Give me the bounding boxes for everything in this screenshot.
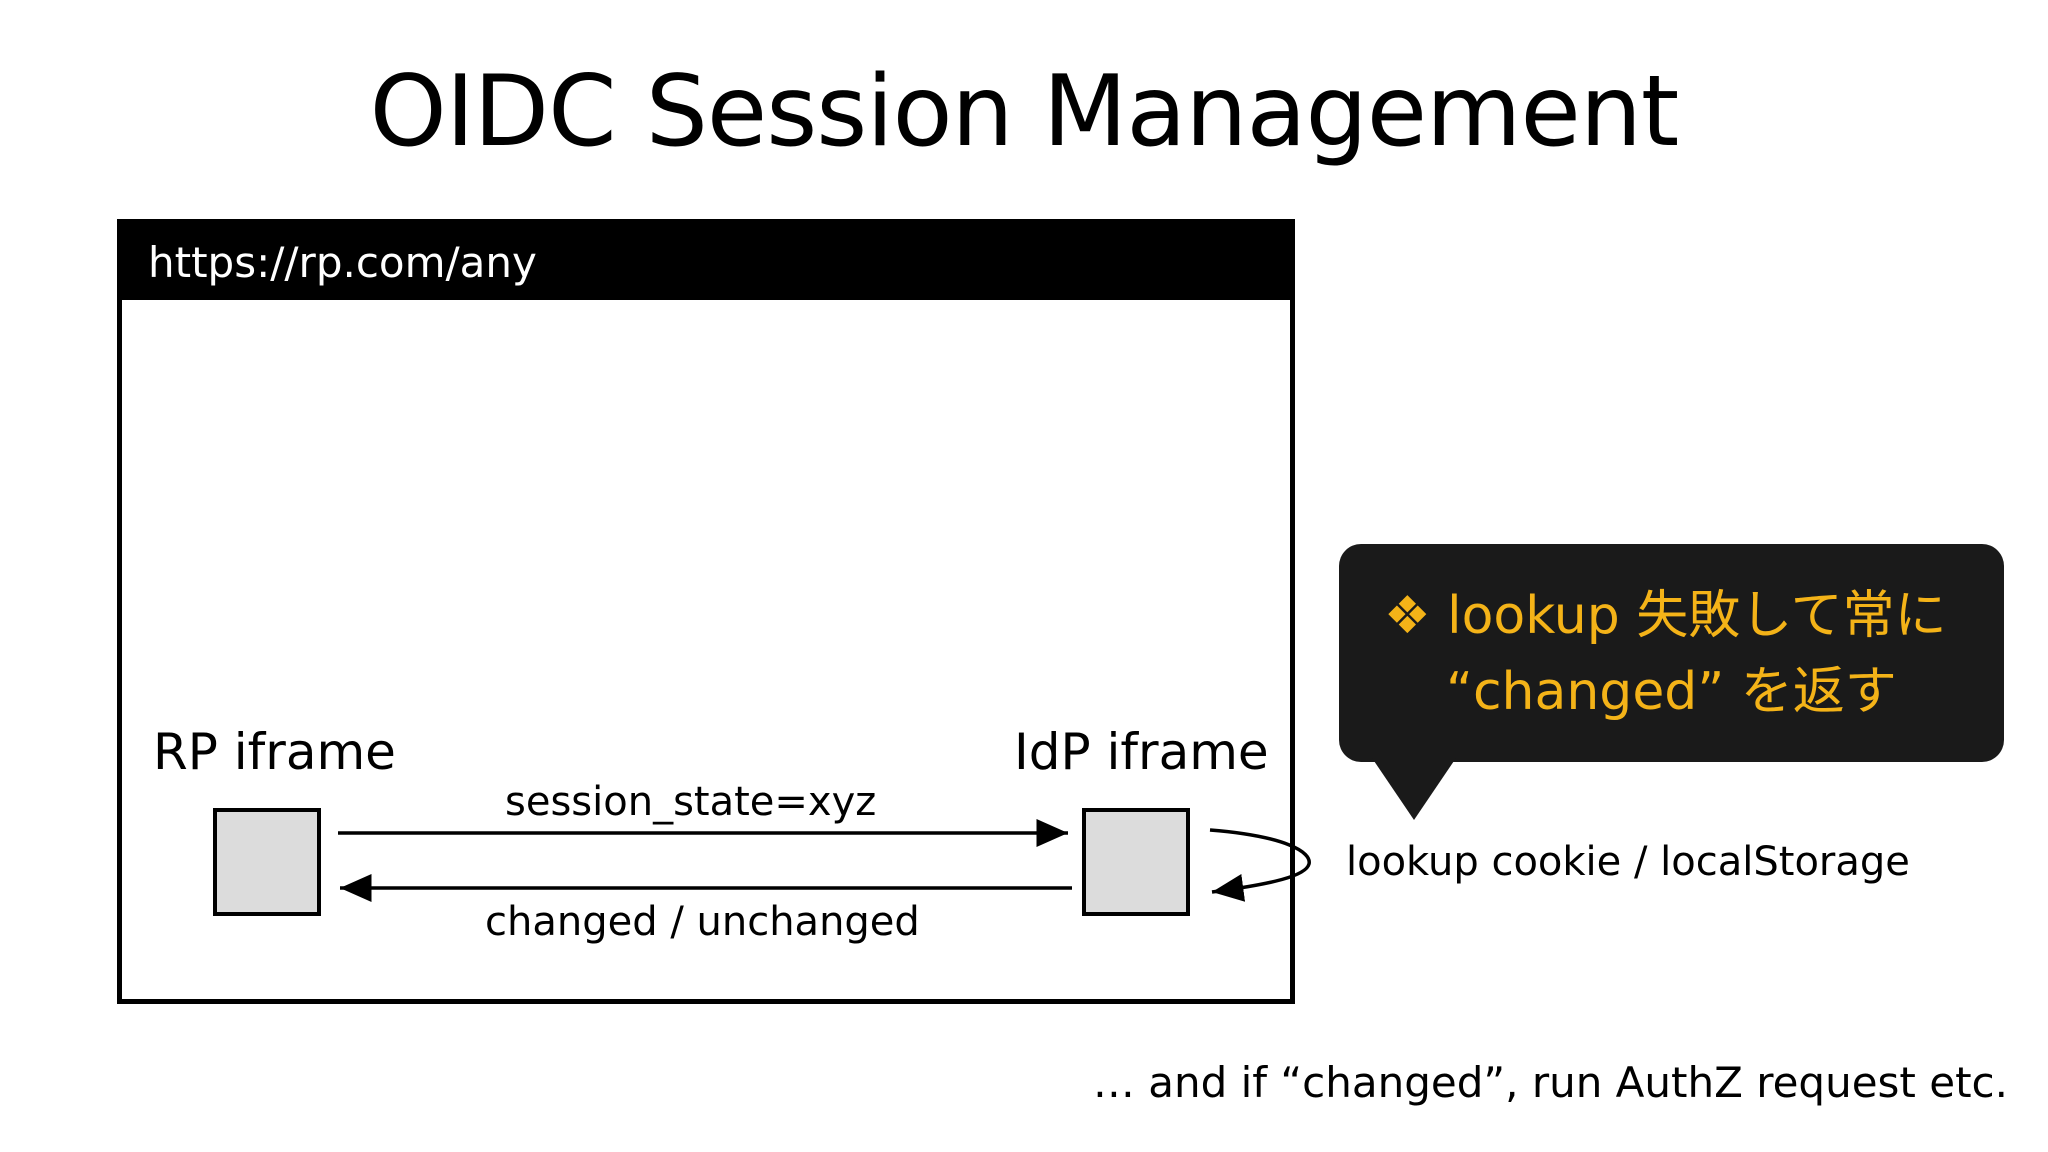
idp-iframe-box <box>1082 808 1190 916</box>
lookup-loop-arrow <box>1209 828 1311 902</box>
lookup-label: lookup cookie / localStorage <box>1346 839 1910 885</box>
slide-title: OIDC Session Management <box>369 55 1680 169</box>
callout-text: ❖ lookup 失敗して常に “changed” を返す <box>1384 578 1947 730</box>
response-label: changed / unchanged <box>485 899 920 945</box>
callout-line-1: lookup 失敗して常に <box>1447 586 1947 646</box>
footer-note: … and if “changed”, run AuthZ request et… <box>1092 1058 2008 1107</box>
rp-iframe-box <box>213 808 321 916</box>
callout-bubble: ❖ lookup 失敗して常に “changed” を返す <box>1339 544 2004 762</box>
diamond-bullet-icon: ❖ <box>1384 586 1431 646</box>
idp-iframe-label: IdP iframe <box>1014 723 1269 781</box>
request-label: session_state=xyz <box>505 779 877 825</box>
callout-line-2: “changed” を返す <box>1446 662 1897 722</box>
url-bar: https://rp.com/any <box>122 224 1290 300</box>
rp-iframe-label: RP iframe <box>153 723 396 781</box>
url-text: https://rp.com/any <box>148 238 537 287</box>
callout-tail <box>1372 758 1456 820</box>
